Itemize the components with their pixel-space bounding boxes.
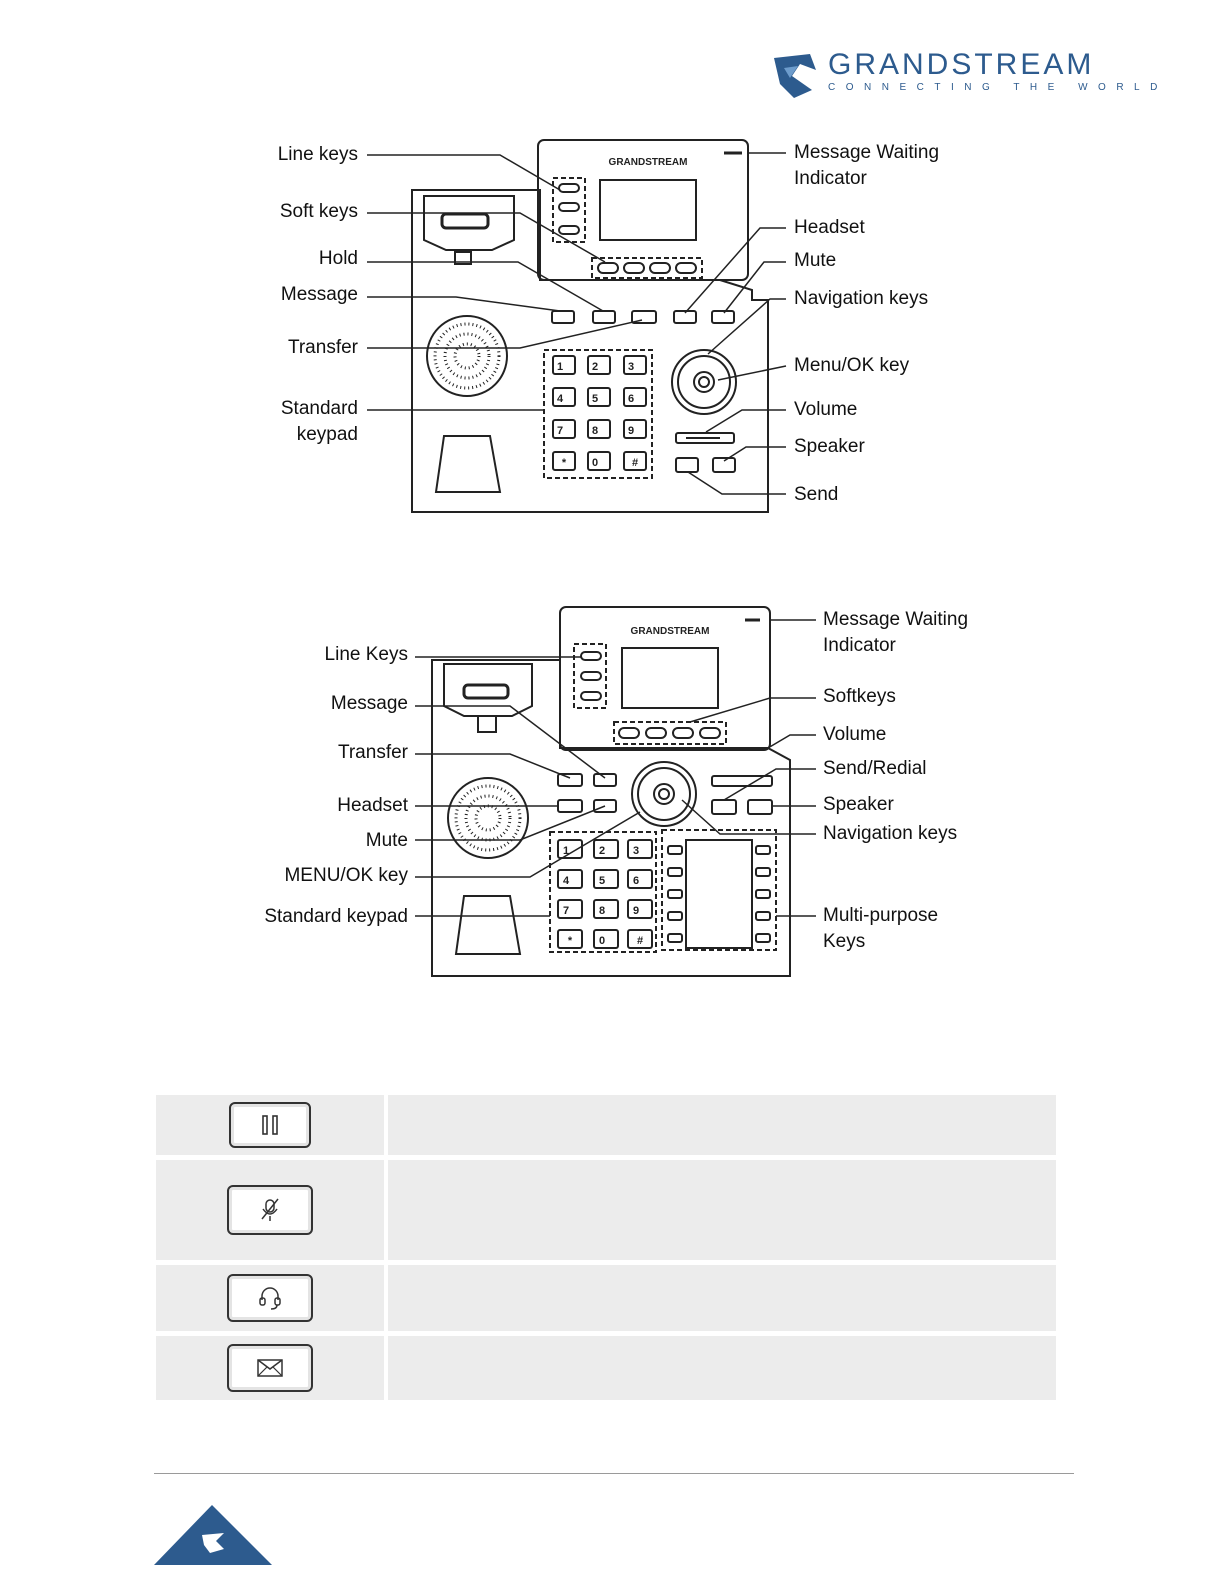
table-row: [156, 1336, 1056, 1400]
keypad-key: 1: [557, 361, 563, 373]
phone-diagram-1: 1 2 3 4 5 6 7 8 9 * 0 # GRANDSTREAM: [367, 139, 787, 513]
keypad-key: 3: [628, 361, 634, 373]
label-hold: Hold: [318, 248, 358, 269]
label-navigation-keys: Navigation keys: [823, 823, 958, 844]
label-mwi: Message Waiting: [823, 609, 969, 630]
label-soft-keys: Soft keys: [279, 201, 358, 222]
description-cell: [388, 1095, 1056, 1155]
keypad-key: 9: [633, 905, 639, 917]
device-brand: GRANDSTREAM: [609, 157, 688, 168]
display-module: [537, 139, 749, 281]
keypad-key: 4: [557, 393, 564, 405]
label-speaker: Speaker: [823, 794, 894, 815]
label-transfer: Transfer: [287, 337, 358, 358]
keypad-key: *: [562, 457, 567, 469]
label-menu-ok-key: MENU/OK key: [284, 865, 408, 886]
keypad-key: 8: [599, 905, 605, 917]
hold-icon: [262, 1115, 278, 1135]
description-cell: [388, 1336, 1056, 1400]
label-line-keys: Line keys: [277, 144, 358, 165]
handset-cradle: [423, 195, 515, 251]
label-multi-purpose-keys-line2: Keys: [823, 931, 866, 952]
message-icon: [257, 1359, 283, 1377]
keypad-key: 0: [599, 935, 605, 947]
brand-tagline: CONNECTING THE WORLD: [828, 82, 1168, 93]
keypad-key: 6: [633, 875, 639, 887]
label-headset: Headset: [794, 217, 865, 238]
lcd-screen: [621, 647, 719, 709]
label-mwi-line2: Indicator: [794, 168, 867, 189]
label-mwi: Message Waiting: [794, 142, 940, 163]
lcd-screen: [599, 179, 697, 241]
label-mute: Mute: [365, 830, 408, 851]
table-row: [156, 1265, 1056, 1331]
label-navigation-keys: Navigation keys: [794, 288, 929, 309]
label-standard-keypad: Standard: [280, 398, 358, 419]
label-mwi-line2: Indicator: [823, 635, 896, 656]
label-volume: Volume: [794, 399, 858, 420]
description-cell: [388, 1265, 1056, 1331]
keypad-key: 7: [557, 425, 563, 437]
header-logo: GRANDSTREAM CONNECTING THE WORLD: [770, 48, 1157, 102]
display-module: [559, 606, 771, 751]
keypad-key: 1: [563, 845, 569, 857]
mute-key: [227, 1185, 313, 1235]
label-softkeys: Softkeys: [823, 686, 896, 707]
keypad-key: 7: [563, 905, 569, 917]
keypad-key: 5: [592, 393, 598, 405]
label-send-redial: Send/Redial: [823, 758, 927, 779]
key-table: [156, 1095, 1056, 1405]
label-standard-keypad-line2: keypad: [296, 424, 358, 445]
grandstream-logo-icon: [774, 54, 816, 98]
table-row: [156, 1160, 1056, 1260]
table-row: [156, 1095, 1056, 1155]
multi-purpose-screen: [685, 839, 753, 949]
footer-divider: [154, 1473, 1074, 1474]
headset-icon: [259, 1287, 281, 1310]
label-transfer: Transfer: [337, 742, 408, 763]
label-multi-purpose-keys: Multi-purpose: [823, 905, 939, 926]
message-key: [227, 1344, 313, 1392]
hold-key: [229, 1102, 311, 1148]
label-menu-ok-key: Menu/OK key: [794, 355, 910, 376]
keypad-key: 2: [599, 845, 605, 857]
label-line-keys: Line Keys: [324, 644, 408, 665]
handset-cradle: [443, 663, 533, 717]
device-brand: GRANDSTREAM: [631, 626, 710, 637]
keypad-key: *: [568, 935, 573, 947]
footer-logo-icon: [154, 1505, 272, 1565]
keypad-key: 4: [563, 875, 570, 887]
phone-diagram-2: 1 2 3 4 5 6 7 8 9 * 0 # GRANDSTREAM: [415, 606, 816, 977]
label-message: Message: [330, 693, 408, 714]
keypad-key: 5: [599, 875, 605, 887]
keypad-key: 2: [592, 361, 598, 373]
description-cell: [388, 1160, 1056, 1260]
label-send: Send: [794, 484, 839, 505]
key-cell: [156, 1095, 384, 1155]
label-message: Message: [280, 284, 358, 305]
phone-body: [411, 189, 769, 513]
label-speaker: Speaker: [794, 436, 865, 457]
keypad-key: 8: [592, 425, 598, 437]
key-cell: [156, 1336, 384, 1400]
label-volume: Volume: [823, 724, 887, 745]
brand-name: GRANDSTREAM: [828, 48, 1095, 81]
key-cell: [156, 1160, 384, 1260]
keypad-key: #: [632, 457, 638, 469]
label-headset: Headset: [337, 795, 408, 816]
headset-key: [227, 1274, 313, 1322]
keypad-key: 3: [633, 845, 639, 857]
keypad-key: 0: [592, 457, 598, 469]
mute-icon: [261, 1198, 279, 1221]
keypad-key: #: [637, 935, 643, 947]
keypad-key: 6: [628, 393, 634, 405]
keypad-key: 9: [628, 425, 634, 437]
label-mute: Mute: [794, 250, 837, 271]
key-cell: [156, 1265, 384, 1331]
label-standard-keypad: Standard keypad: [264, 906, 408, 927]
